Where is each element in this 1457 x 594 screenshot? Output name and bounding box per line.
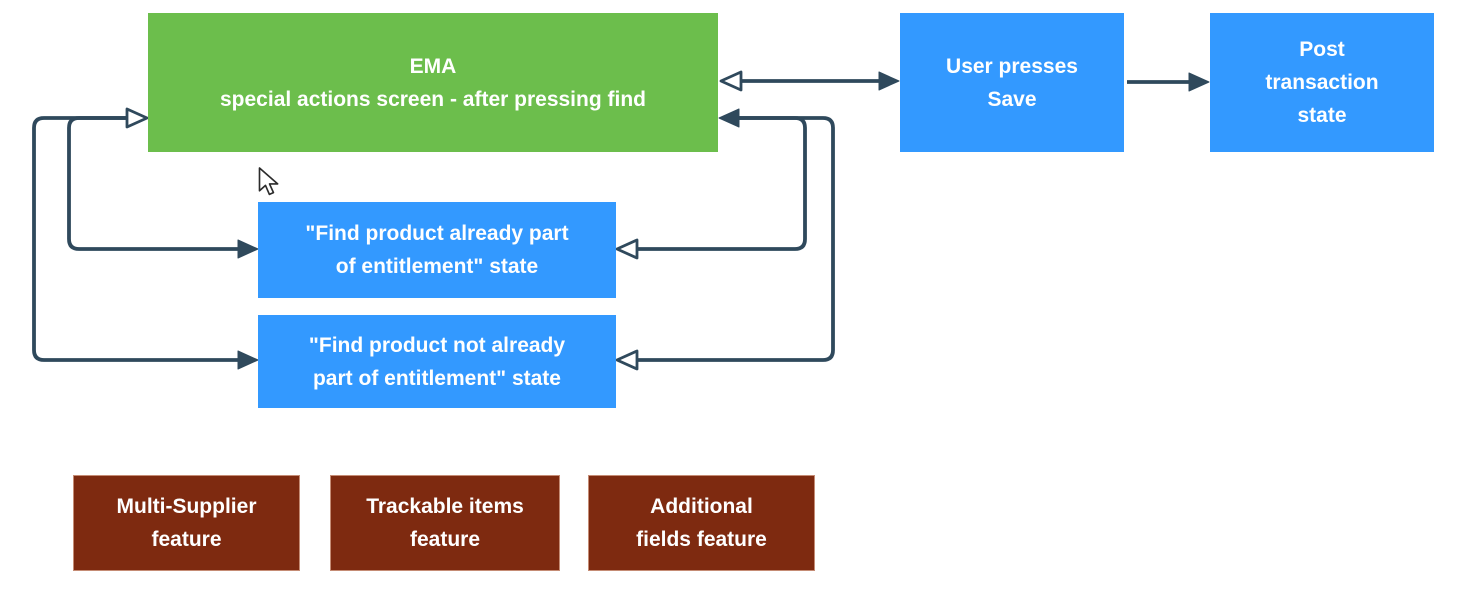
arrowhead-filled-into-find-already-left [237,239,259,259]
node-ema-special-actions-screen[interactable]: EMA special actions screen - after press… [148,13,718,152]
arrowhead-filled-into-post [1188,72,1210,92]
arrowhead-filled-into-ema-right [718,108,740,128]
connector-right-ema-find-not-already[interactable] [638,116,835,362]
node-additional-fields-feature[interactable]: Additional fields feature [588,475,815,571]
arrowhead-filled-into-find-not-already-left [237,350,259,370]
connector-left-ema-find-not-already[interactable] [32,116,238,362]
arrowhead-open-into-ema-left [125,107,149,129]
arrowhead-open-into-ema-right [719,70,743,92]
node-multi-supplier-feature[interactable]: Multi-Supplier feature [73,475,300,571]
node-trackable-items-feature[interactable]: Trackable items feature [330,475,560,571]
arrowhead-filled-into-save [878,71,900,91]
node-post-transaction-state[interactable]: Post transaction state [1210,13,1434,152]
node-find-product-not-already-state[interactable]: "Find product not already part of entitl… [258,315,616,408]
node-find-product-already-state[interactable]: "Find product already part of entitlemen… [258,202,616,298]
mouse-cursor-icon [258,167,279,196]
arrowhead-open-into-find-not-already-right [615,349,639,371]
node-user-presses-save[interactable]: User presses Save [900,13,1124,152]
arrowhead-open-into-find-already-right [615,238,639,260]
